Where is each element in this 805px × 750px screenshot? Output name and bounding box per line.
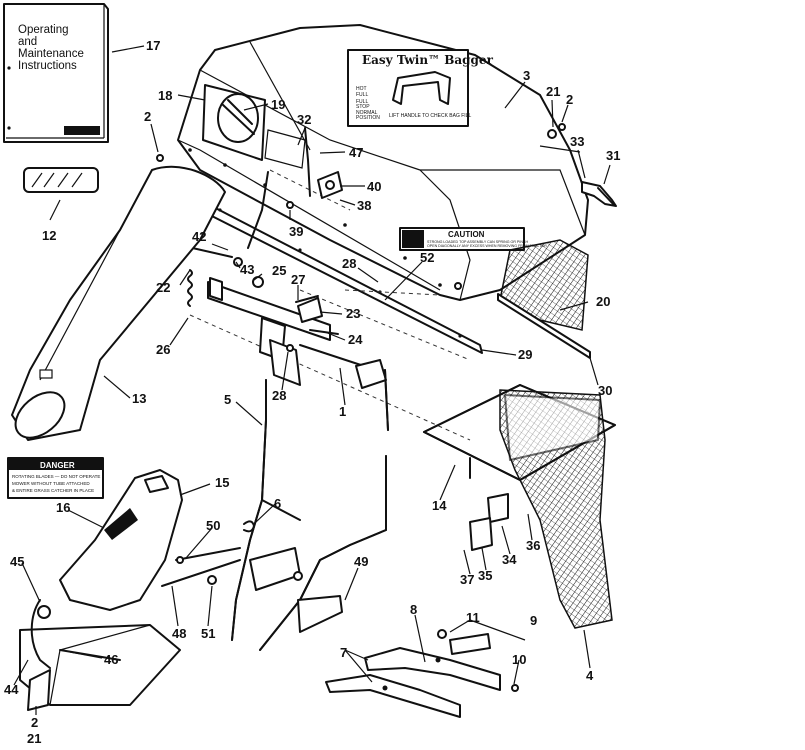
callout-44: 44: [4, 682, 19, 697]
decal-label-full-2: FULL: [356, 99, 368, 105]
callout-33: 33: [570, 134, 584, 149]
danger-title: DANGER: [40, 461, 75, 470]
bag-mesh-panel: [499, 239, 589, 331]
decal-instruction: LIFT HANDLE TO CHECK BAG FILL: [389, 113, 471, 119]
callout-2: 2: [144, 109, 151, 124]
discharge-chute-tube: [11, 165, 226, 441]
caution-line-1: STRONG LOADED TOP ASSEMBLY CAN SPRING OR…: [427, 240, 529, 244]
callout-32: 32: [297, 112, 311, 127]
manual-line-1: Operating: [18, 24, 69, 36]
callout-42: 42: [192, 229, 206, 244]
callout-23: 23: [346, 306, 360, 321]
callout-12: 12: [42, 228, 56, 243]
callout-15: 15: [215, 475, 229, 490]
callout-21: 21: [546, 84, 560, 99]
callout-19: 19: [271, 97, 285, 112]
latch-handle: [581, 181, 617, 207]
callout-11: 11: [466, 610, 480, 625]
callout-22: 22: [156, 280, 170, 295]
decal-label-stop: STOP: [356, 104, 370, 110]
manual-line-4: Instructions: [18, 60, 77, 72]
callout-20: 20: [596, 294, 610, 309]
easy-twin-bagger-decal: Easy Twin™ Bagger HOT FULL FULL STOP NOR…: [347, 49, 494, 127]
callout-1: 1: [339, 404, 346, 419]
mount-bracket-assembly: [207, 276, 387, 389]
callout-25: 25: [272, 263, 286, 278]
reflector-plate: [23, 167, 99, 193]
callout-49: 49: [354, 554, 368, 569]
callout-17: 17: [146, 38, 160, 53]
decal-label-hot: HOT: [356, 86, 367, 92]
tube-frame: [231, 369, 389, 651]
callout-3: 3: [523, 68, 530, 83]
callout-50: 50: [206, 518, 220, 533]
instruction-manual: Operating and Maintenance Instructions: [3, 3, 109, 143]
callout-26: 26: [156, 342, 170, 357]
bag-frame: [423, 384, 616, 551]
callout-labels: 17 18 19 2 32 47 40 38 3 21 2 33 31 12 4…: [4, 38, 620, 746]
callout-7: 7: [340, 645, 347, 660]
callout-21-bottom: 21: [27, 731, 41, 746]
callout-47: 47: [349, 145, 363, 160]
callout-46: 46: [104, 652, 118, 667]
callout-6: 6: [274, 496, 281, 511]
callout-45: 45: [10, 554, 24, 569]
callout-2-top: 2: [566, 92, 573, 107]
decal-label-normal: NORMAL: [356, 110, 378, 116]
callout-9: 9: [530, 613, 537, 628]
callout-48: 48: [172, 626, 186, 641]
callout-43: 43: [240, 262, 254, 277]
callout-31: 31: [606, 148, 620, 163]
caution-title: CAUTION: [448, 230, 485, 239]
callout-10: 10: [512, 652, 526, 667]
callout-27: 27: [291, 272, 305, 287]
danger-line-1: ROTATING BLADES — DO NOT OPERATE: [12, 474, 100, 479]
bagger-decal-title: Easy Twin™ Bagger: [362, 53, 494, 67]
callout-5: 5: [224, 392, 231, 407]
danger-line-3: & ENTIRE GRASS CATCHER IN PLACE: [12, 488, 94, 493]
danger-decal: DANGER ROTATING BLADES — DO NOT OPERATE …: [7, 457, 104, 499]
callout-30: 30: [598, 383, 612, 398]
callout-24: 24: [348, 332, 363, 347]
decal-label-position: POSITION: [356, 115, 380, 121]
callout-8: 8: [410, 602, 417, 617]
callout-35: 35: [478, 568, 492, 583]
callout-36: 36: [526, 538, 540, 553]
mesh-bag: [499, 389, 613, 629]
callout-14: 14: [432, 498, 447, 513]
callout-16: 16: [56, 500, 70, 515]
callout-18: 18: [158, 88, 172, 103]
callout-29: 29: [518, 347, 532, 362]
callout-28-top: 28: [342, 256, 356, 271]
chute-deflector: [19, 599, 181, 711]
callout-34: 34: [502, 552, 517, 567]
callout-51: 51: [201, 626, 215, 641]
manual-line-2: and: [18, 36, 37, 48]
callout-40: 40: [367, 179, 381, 194]
callout-39: 39: [289, 224, 303, 239]
callout-38: 38: [357, 198, 371, 213]
callout-13: 13: [132, 391, 146, 406]
callout-37: 37: [460, 572, 474, 587]
leader-lines: [13, 45, 611, 715]
mower-blades: [325, 629, 519, 718]
callout-2-bottom: 2: [31, 715, 38, 730]
danger-line-2: MOWER WITHOUT TUBE ATTACHED: [12, 481, 90, 486]
callout-52: 52: [420, 250, 434, 265]
discharge-adapter: [59, 469, 183, 611]
caution-line-2: OPEN DIAGONALLY ANY EXCESS WHEN REMOVING…: [427, 244, 547, 248]
callout-4: 4: [586, 668, 594, 683]
decal-label-full: FULL: [356, 92, 368, 98]
caution-decal: CAUTION STRONG LOADED TOP ASSEMBLY CAN S…: [399, 227, 547, 251]
callout-28: 28: [272, 388, 286, 403]
manual-line-3: Maintenance: [18, 48, 84, 60]
